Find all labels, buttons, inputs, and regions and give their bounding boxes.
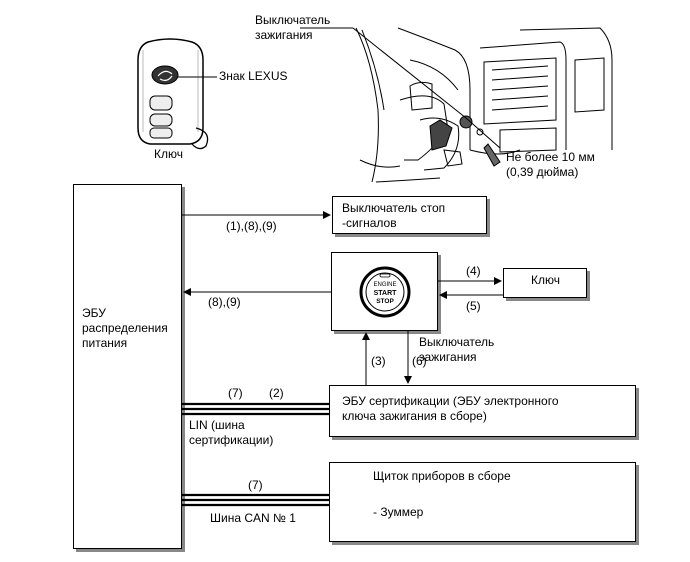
- label-4: (4): [466, 264, 481, 278]
- certification-ecu-label: ЭБУ сертификации (ЭБУ электронного ключа…: [342, 394, 559, 423]
- power-ecu-label: ЭБУ распределения питания: [82, 306, 168, 350]
- key-box: Ключ: [503, 268, 587, 298]
- label-6: (6): [412, 354, 427, 368]
- can-bus-lines: [182, 493, 329, 507]
- meter-box: Щиток приборов в сборе - Зуммер: [329, 462, 636, 542]
- engine-switch-box: ENGINE START STOP: [331, 252, 438, 331]
- engine-button-text-2: START: [374, 290, 398, 297]
- ignition-switch-label: Выключатель зажигания: [255, 13, 331, 42]
- can-bus-label: Шина CAN № 1: [210, 511, 296, 525]
- meter-label: Щиток приборов в сборе: [373, 469, 511, 483]
- label-can-7: (7): [248, 478, 263, 492]
- label-5: (5): [466, 299, 481, 313]
- key-label: Ключ: [154, 147, 183, 161]
- lexus-mark-label: Знак LEXUS: [219, 69, 288, 83]
- key-box-label: Ключ: [531, 273, 560, 287]
- leader-lines: [300, 27, 501, 149]
- lin-bus-label: LIN (шина сертификации): [189, 418, 274, 447]
- stop-light-switch-box: Выключатель стоп -сигналов: [332, 196, 487, 234]
- label-1-8-9: (1),(8),(9): [226, 219, 277, 233]
- engine-button-text-3: STOP: [376, 298, 394, 305]
- label-lin-2: (2): [269, 386, 284, 400]
- label-lin-7: (7): [228, 386, 243, 400]
- engine-button-text-1: ENGINE: [373, 282, 396, 288]
- label-3: (3): [371, 354, 386, 368]
- lin-bus-lines: [182, 402, 329, 416]
- key-fob-icon: [137, 38, 217, 150]
- meter-buzzer-label: - Зуммер: [373, 505, 424, 519]
- engine-start-button-icon: ENGINE START STOP: [359, 266, 411, 318]
- certification-ecu-box: ЭБУ сертификации (ЭБУ электронного ключа…: [329, 385, 636, 437]
- engine-switch-caption: Выключатель зажигания: [419, 335, 495, 364]
- power-distribution-ecu-box: ЭБУ распределения питания: [73, 184, 182, 549]
- label-8-9: (8),(9): [208, 295, 241, 309]
- stop-light-switch-label: Выключатель стоп -сигналов: [342, 201, 446, 230]
- distance-label: Не более 10 мм (0,39 дюйма): [506, 150, 595, 179]
